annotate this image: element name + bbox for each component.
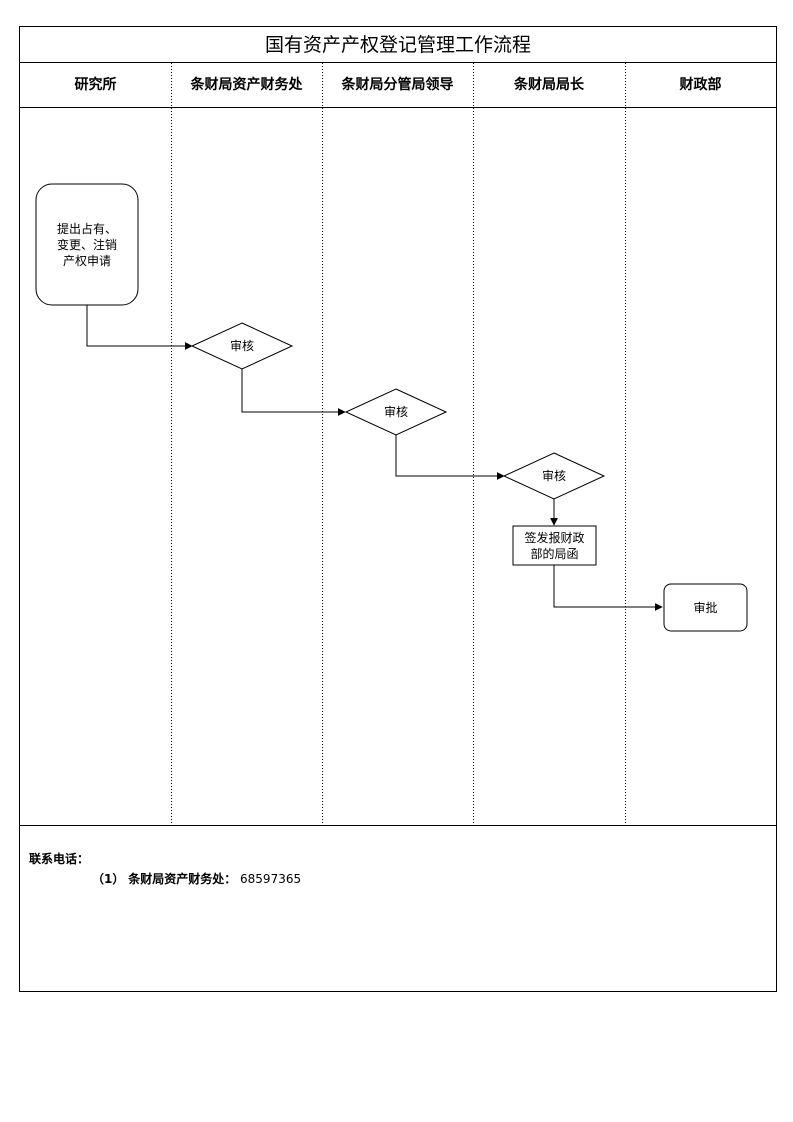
node-start-line-3: 产权申请 <box>63 254 111 268</box>
page-title: 国有资产产权登记管理工作流程 <box>20 27 776 63</box>
lane-header-asset-finance-office: 条财局资产财务处 <box>190 77 303 93</box>
node-review1-label: 审核 <box>230 338 254 353</box>
node-review2-label: 审核 <box>384 404 408 419</box>
connector-review1-to-review2 <box>241 369 346 416</box>
node-review-asset-office: 审核 <box>190 322 294 370</box>
connector-start-to-review1 <box>86 305 193 350</box>
lane-header-ministry-of-finance: 财政部 <box>679 77 722 93</box>
node-sign-line-1: 签发报财政 <box>524 530 584 545</box>
node-start-line-2: 变更、注销 <box>57 237 117 252</box>
node-review-director: 审核 <box>502 452 606 500</box>
connector-review2-to-review3 <box>395 435 505 480</box>
flowchart-diagram: 提出占有、 变更、注销 产权申请 审核 审核 审核 签发报财政 部的局函 <box>35 63 748 825</box>
lane-header-institute: 研究所 <box>74 77 117 93</box>
node-sign-letter: 签发报财政 部的局函 <box>512 525 597 566</box>
node-approve-label: 审批 <box>693 600 717 615</box>
contact-label: 联系电话： <box>29 852 90 866</box>
swimlane-header-row: 研究所 条财局资产财务处 条财局分管局领导 条财局局长 财政部 <box>20 63 776 108</box>
contact-line: （1） 条财局资产财务处： 68597365 <box>92 870 301 887</box>
node-sign-line-2: 部的局函 <box>530 546 578 561</box>
contact-phone-number: 68597365 <box>240 872 302 886</box>
lane-header-director: 条财局局长 <box>514 77 584 93</box>
node-review3-label: 审核 <box>542 468 566 483</box>
lane-dividers <box>171 63 626 825</box>
node-start-line-1: 提出占有、 <box>57 221 117 236</box>
contact-footer: 联系电话： （1） 条财局资产财务处： 68597365 <box>20 825 776 991</box>
contact-item-prefix: （1） <box>92 872 125 886</box>
node-review-deputy-director: 审核 <box>344 388 448 436</box>
contact-item-label: 条财局资产财务处： <box>128 872 237 886</box>
flowchart-sheet: 国有资产产权登记管理工作流程 研究所 条财局资产财务处 条财局分管局领导 条财局… <box>19 26 777 992</box>
node-start-application: 提出占有、 变更、注销 产权申请 <box>35 183 139 306</box>
lane-header-deputy-director: 条财局分管局领导 <box>341 77 454 93</box>
connector-sign-to-approve <box>553 565 663 611</box>
node-approve: 审批 <box>663 583 748 632</box>
